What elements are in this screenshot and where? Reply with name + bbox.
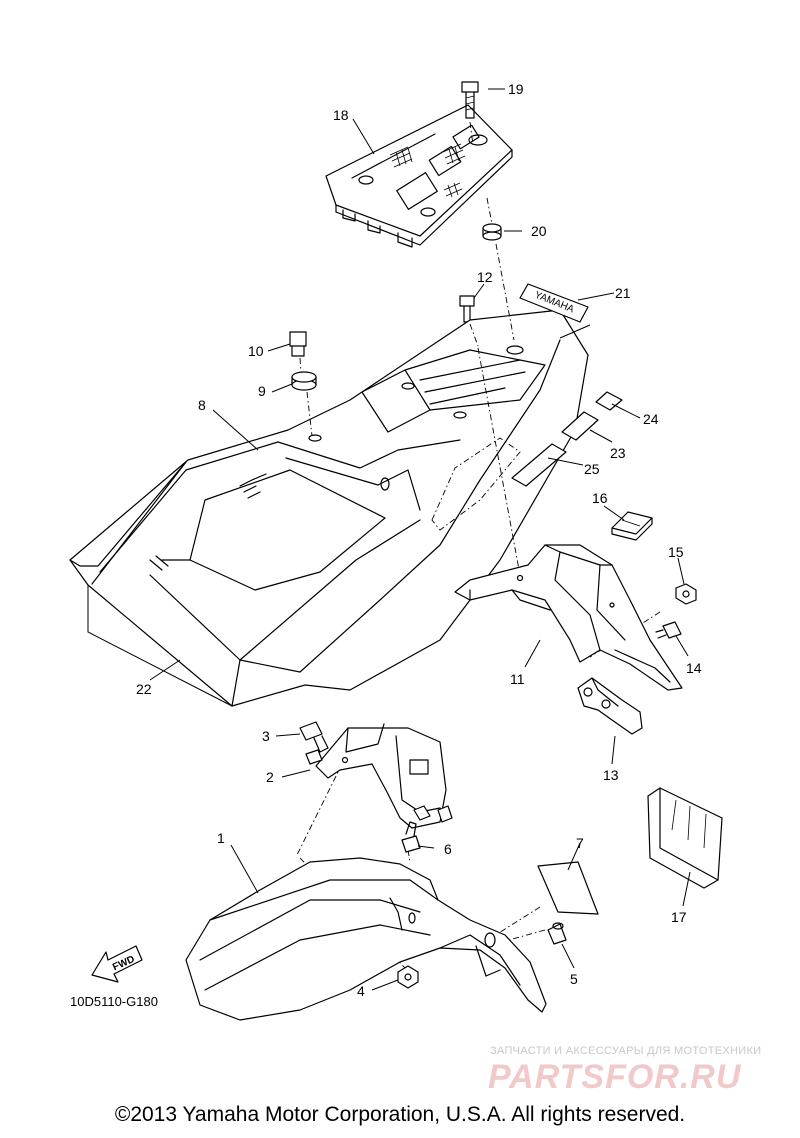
callout-7: 7 bbox=[576, 835, 584, 851]
callout-6: 6 bbox=[444, 841, 452, 857]
decal-23 bbox=[561, 411, 599, 441]
callout-8: 8 bbox=[198, 397, 206, 413]
bracket-13 bbox=[577, 677, 643, 735]
callout-22: 22 bbox=[136, 681, 152, 697]
callout-3: 3 bbox=[262, 728, 270, 744]
bolt-12 bbox=[459, 295, 475, 323]
reflector-holder-17 bbox=[647, 787, 723, 889]
callout-18: 18 bbox=[333, 107, 349, 123]
diagram-code: 10D5110-G180 bbox=[70, 994, 158, 1009]
callout-24: 24 bbox=[643, 411, 659, 427]
grommet-5 bbox=[547, 922, 567, 945]
callout-1: 1 bbox=[217, 830, 225, 846]
fwd-arrow-icon: FWD bbox=[91, 945, 143, 983]
copyright-notice: ©2013 Yamaha Motor Corporation, U.S.A. A… bbox=[114, 1103, 686, 1126]
callout-17: 17 bbox=[671, 909, 687, 925]
callout-15: 15 bbox=[668, 544, 684, 560]
callout-19: 19 bbox=[508, 81, 524, 97]
nut-15 bbox=[675, 583, 697, 605]
callout-14: 14 bbox=[686, 660, 702, 676]
callout-21: 21 bbox=[615, 285, 631, 301]
bolt-14 bbox=[655, 621, 682, 639]
callout-numbers: 19 18 20 12 21 10 9 8 24 23 25 16 15 14 … bbox=[136, 81, 702, 999]
callout-2: 2 bbox=[266, 769, 274, 785]
callout-25: 25 bbox=[584, 461, 600, 477]
nut-4 bbox=[397, 965, 419, 989]
bolt-3 bbox=[299, 721, 329, 753]
callout-23: 23 bbox=[610, 445, 626, 461]
watermark-tagline: ЗАПЧАСТИ И АКСЕССУАРЫ ДЛЯ МОТОТЕХНИКИ bbox=[490, 1045, 762, 1057]
callout-4: 4 bbox=[357, 983, 365, 999]
bracket-2 bbox=[305, 723, 453, 829]
callout-12: 12 bbox=[477, 269, 493, 285]
rear-fender-assembly bbox=[69, 309, 589, 707]
callout-13: 13 bbox=[603, 767, 619, 783]
callout-10: 10 bbox=[248, 343, 264, 359]
bolt-19 bbox=[461, 81, 479, 119]
grommet-9 bbox=[291, 371, 317, 391]
bolt-10 bbox=[289, 331, 307, 357]
callout-9: 9 bbox=[258, 383, 266, 399]
callout-20: 20 bbox=[531, 223, 547, 239]
callout-5: 5 bbox=[570, 971, 578, 987]
collar-20 bbox=[482, 223, 502, 241]
plate-7 bbox=[537, 861, 599, 915]
decal-24 bbox=[595, 391, 623, 411]
watermark-logo: PARTSFOR.RU bbox=[488, 1058, 742, 1096]
inner-fender-11 bbox=[454, 544, 683, 691]
leader-lines bbox=[149, 88, 691, 991]
bolt-6 bbox=[401, 821, 421, 853]
decal-25 bbox=[511, 443, 567, 487]
callout-16: 16 bbox=[592, 490, 608, 506]
reflector-16 bbox=[611, 511, 653, 541]
callout-11: 11 bbox=[510, 671, 525, 687]
graphic-bracket-22 bbox=[87, 585, 233, 707]
carrier-rack bbox=[325, 104, 513, 248]
front-fender-1 bbox=[185, 857, 547, 1021]
